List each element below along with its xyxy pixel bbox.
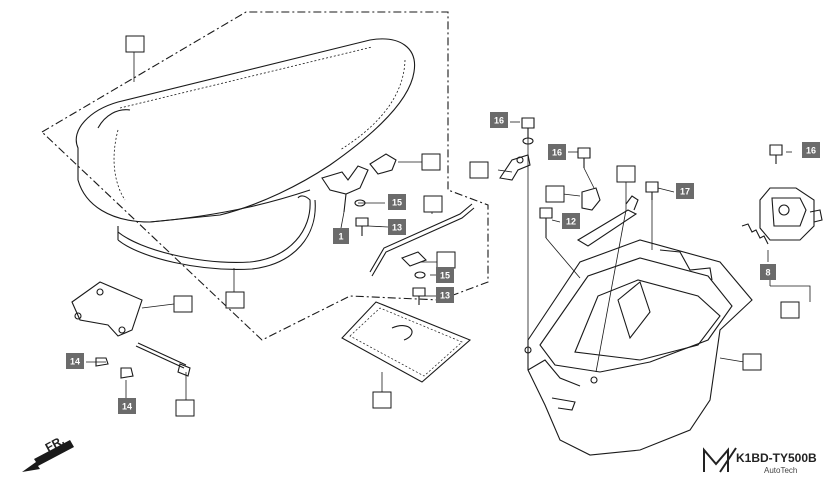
callout-16a[interactable]: 16 [490,112,508,128]
ref-box-rod-clip[interactable] [436,251,456,269]
flange-nut-1 [95,357,109,367]
bolt-13b [412,287,426,305]
seat-hinge [71,281,143,337]
callout-13b-label: 13 [440,291,450,301]
ref-box-catch[interactable] [780,301,800,319]
latch-rod [369,203,475,277]
ref-box-lock-cap[interactable] [421,153,441,171]
seat [75,38,416,223]
ref-box-pouch[interactable] [372,391,392,409]
flange-nut-2 [120,367,134,379]
ref-box-hook[interactable] [545,185,565,203]
ref-box-rod[interactable] [423,195,443,213]
callout-1-label: 1 [338,232,343,242]
diagram-code: K1BD-TY500B [736,451,817,465]
bolt-16b [577,147,591,168]
brand-name: AutoTech [764,466,797,475]
callout-15b-label: 15 [440,271,450,281]
callout-1[interactable]: 1 [333,228,349,244]
catch-spring [741,223,769,245]
box-clip [499,154,531,181]
helmet-hook [576,187,639,247]
callout-8[interactable]: 8 [760,264,776,280]
callout-12[interactable]: 12 [562,213,580,229]
callout-15a[interactable]: 15 [388,194,406,210]
front-arrow [22,440,74,472]
callout-16a-label: 16 [494,116,504,126]
callout-15a-label: 15 [392,198,402,208]
callout-17[interactable]: 17 [676,183,694,199]
bolt-17 [645,181,659,200]
callout-14b[interactable]: 14 [118,398,136,414]
ref-box-strap[interactable] [616,165,636,183]
callout-16c[interactable]: 16 [802,142,820,158]
callout-12-label: 12 [566,217,576,227]
luggage-box [524,239,753,456]
callout-14a-label: 14 [70,357,80,367]
callout-14a[interactable]: 14 [66,353,84,369]
callout-13b[interactable]: 13 [436,287,454,303]
callout-13a-label: 13 [392,223,402,233]
ref-box-trim[interactable] [225,291,245,309]
brand-logo [703,447,737,473]
callout-13a[interactable]: 13 [388,219,406,235]
callout-14b-label: 14 [122,402,132,412]
ref-box-clip[interactable] [469,161,489,179]
callout-16c-label: 16 [806,146,816,156]
ref-box-hinge[interactable] [173,295,193,313]
bolt-13a [355,217,369,236]
callout-17-label: 17 [680,187,690,197]
ref-box-luggage-box[interactable] [742,353,762,371]
bolt-16c [769,144,783,164]
seat-group-outline [41,11,489,341]
seat-trim-ring [117,195,316,270]
ref-box-hinge-bolt[interactable] [175,399,195,417]
callout-16b-label: 16 [552,148,562,158]
callout-8-label: 8 [765,268,770,278]
document-pouch [341,301,472,383]
callout-16b[interactable]: 16 [548,144,566,160]
callout-15b[interactable]: 15 [436,267,454,283]
ref-box-seat[interactable] [125,35,145,53]
seat-catch [759,187,823,241]
hinge-bolt [135,342,191,377]
bolt-12 [539,207,553,238]
washer-15b [414,271,426,279]
seat-lock-bracket [321,153,397,213]
